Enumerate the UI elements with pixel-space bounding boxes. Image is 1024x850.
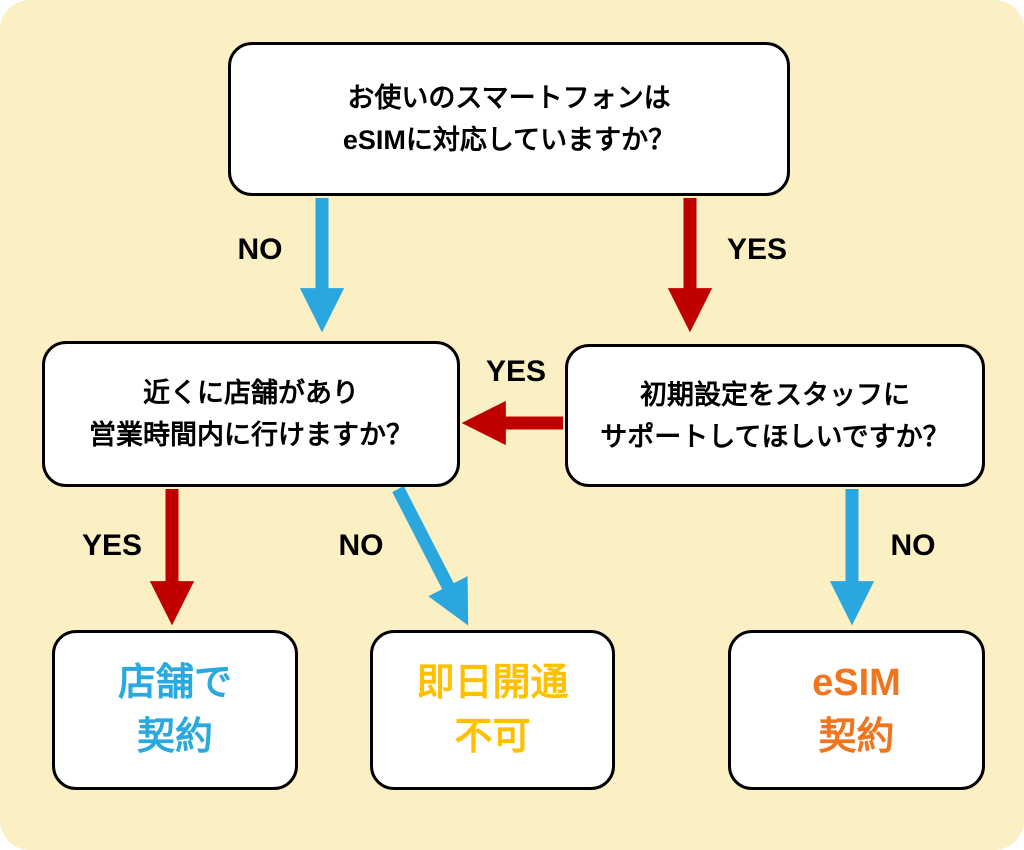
node-q-smartphone-esim: お使いのスマートフォンは eSIMに対応していますか？: [228, 42, 790, 196]
edge-label-q2-no: NO: [338, 529, 384, 562]
node-text-line: eSIMに対応していますか？: [342, 125, 676, 155]
node-result-esim-contract: eSIM 契約: [728, 630, 985, 790]
result-text-line: 不可: [454, 716, 531, 758]
result-text-line: 契約: [136, 716, 213, 758]
result-text-line: 即日開通: [416, 662, 569, 704]
node-result-no-sameday: 即日開通 不可: [370, 630, 615, 790]
edge-label-q1-no: NO: [237, 233, 283, 266]
edge-label-q1-yes: YES: [726, 233, 788, 266]
result-text-line: eSIM: [812, 662, 901, 704]
node-text-line: 初期設定をスタッフに: [640, 379, 910, 410]
node-text-line: 近くに店舗があり: [143, 378, 359, 408]
arrow-q2-no: [392, 486, 469, 626]
node-q-store-nearby: 近くに店舗があり 営業時間内に行けますか？: [42, 341, 460, 487]
node-text-line: 営業時間内に行けますか？: [89, 420, 413, 450]
node-text-line: お使いのスマートフォンは: [347, 83, 671, 113]
edge-label-q2-yes: YES: [81, 529, 143, 562]
edge-label-q3-to-q2-yes: YES: [485, 355, 547, 388]
result-text-line: 店舗で: [117, 662, 232, 704]
node-result-store-contract: 店舗で 契約: [52, 630, 298, 790]
result-text-line: 契約: [818, 716, 895, 758]
node-q-staff-support: 初期設定をスタッフに サポートしてほしいですか？: [565, 344, 985, 487]
edge-label-q3-no: NO: [890, 529, 936, 562]
node-text-line: サポートしてほしいですか？: [600, 421, 950, 452]
